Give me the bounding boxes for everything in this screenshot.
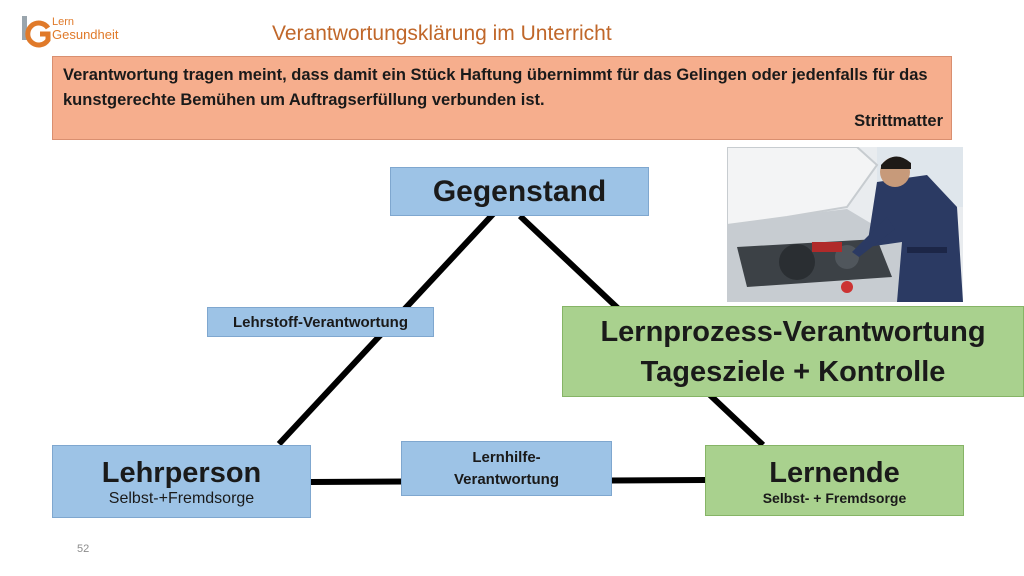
node-lernprozess-verantwortung: Lernprozess-Verantwortung Tagesziele + K… bbox=[562, 306, 1024, 397]
quote-author: Strittmatter bbox=[854, 112, 943, 130]
lehrperson-title: Lehrperson bbox=[101, 456, 262, 489]
lernhilfe-line1: Lernhilfe- bbox=[472, 448, 541, 466]
quote-text: Verantwortung tragen meint, dass damit e… bbox=[63, 66, 928, 109]
label-lehrstoff-text: Lehrstoff-Verantwortung bbox=[233, 313, 408, 331]
lehrperson-subtitle: Selbst-+Fremdsorge bbox=[108, 489, 255, 507]
page-number: 52 bbox=[77, 543, 90, 555]
node-gegenstand-label: Gegenstand bbox=[432, 174, 607, 208]
label-lehrstoff-verantwortung: Lehrstoff-Verantwortung bbox=[207, 307, 434, 337]
slide-title: Verantwortungsklärung im Unterricht bbox=[272, 22, 612, 45]
node-lernende: Lernende Selbst- + Fremdsorge bbox=[705, 445, 964, 516]
lernprozess-line2: Tagesziele + Kontrolle bbox=[640, 355, 946, 388]
logo-text-lern: Lern bbox=[52, 16, 75, 28]
lernende-subtitle: Selbst- + Fremdsorge bbox=[762, 489, 907, 506]
lernhilfe-line2: Verantwortung bbox=[453, 470, 559, 488]
lernprozess-line1: Lernprozess-Verantwortung bbox=[600, 315, 986, 348]
mechanic-photo bbox=[727, 147, 963, 302]
logo: Lern Gesundheit bbox=[20, 14, 130, 48]
logo-text-gesundheit: Gesundheit bbox=[52, 27, 119, 42]
label-lernhilfe-verantwortung: Lernhilfe- Verantwortung bbox=[401, 441, 612, 496]
logo-mark-icon bbox=[22, 16, 51, 48]
node-gegenstand: Gegenstand bbox=[390, 167, 649, 216]
quote-box: Verantwortung tragen meint, dass damit e… bbox=[52, 56, 952, 140]
lernende-title: Lernende bbox=[769, 456, 900, 489]
node-lehrperson: Lehrperson Selbst-+Fremdsorge bbox=[52, 445, 311, 518]
